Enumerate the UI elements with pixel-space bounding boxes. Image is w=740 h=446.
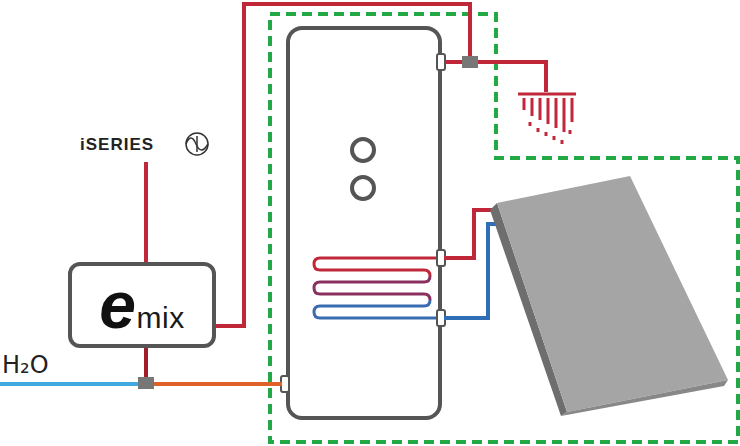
system-boundary [270, 14, 738, 442]
tank-port [352, 177, 374, 199]
tank-connector [281, 376, 289, 392]
tank-port [352, 139, 374, 161]
tee-fitting [462, 56, 478, 68]
tank-connector [437, 250, 445, 266]
tank-connector [437, 310, 445, 326]
storage-tank [288, 28, 440, 418]
solar-panel [490, 176, 728, 416]
tee-fitting [138, 377, 154, 389]
hot-pipe [442, 62, 546, 92]
heat-exchanger-coil [314, 258, 436, 318]
cold-water-pipe [0, 382, 140, 386]
water-label: H₂O [2, 353, 49, 377]
signal-wire [144, 162, 148, 264]
solar-return-pipe [444, 224, 498, 318]
tank-connector [437, 54, 445, 70]
logo-text: emix [99, 272, 184, 338]
tank-inlet-pipe [152, 382, 282, 386]
iseries-symbol [186, 133, 208, 155]
mixer-box: emix [68, 262, 216, 348]
shower-symbol [518, 94, 576, 144]
mixer-supply-pipe [144, 344, 148, 380]
brand-label: iSERIES [80, 136, 154, 153]
